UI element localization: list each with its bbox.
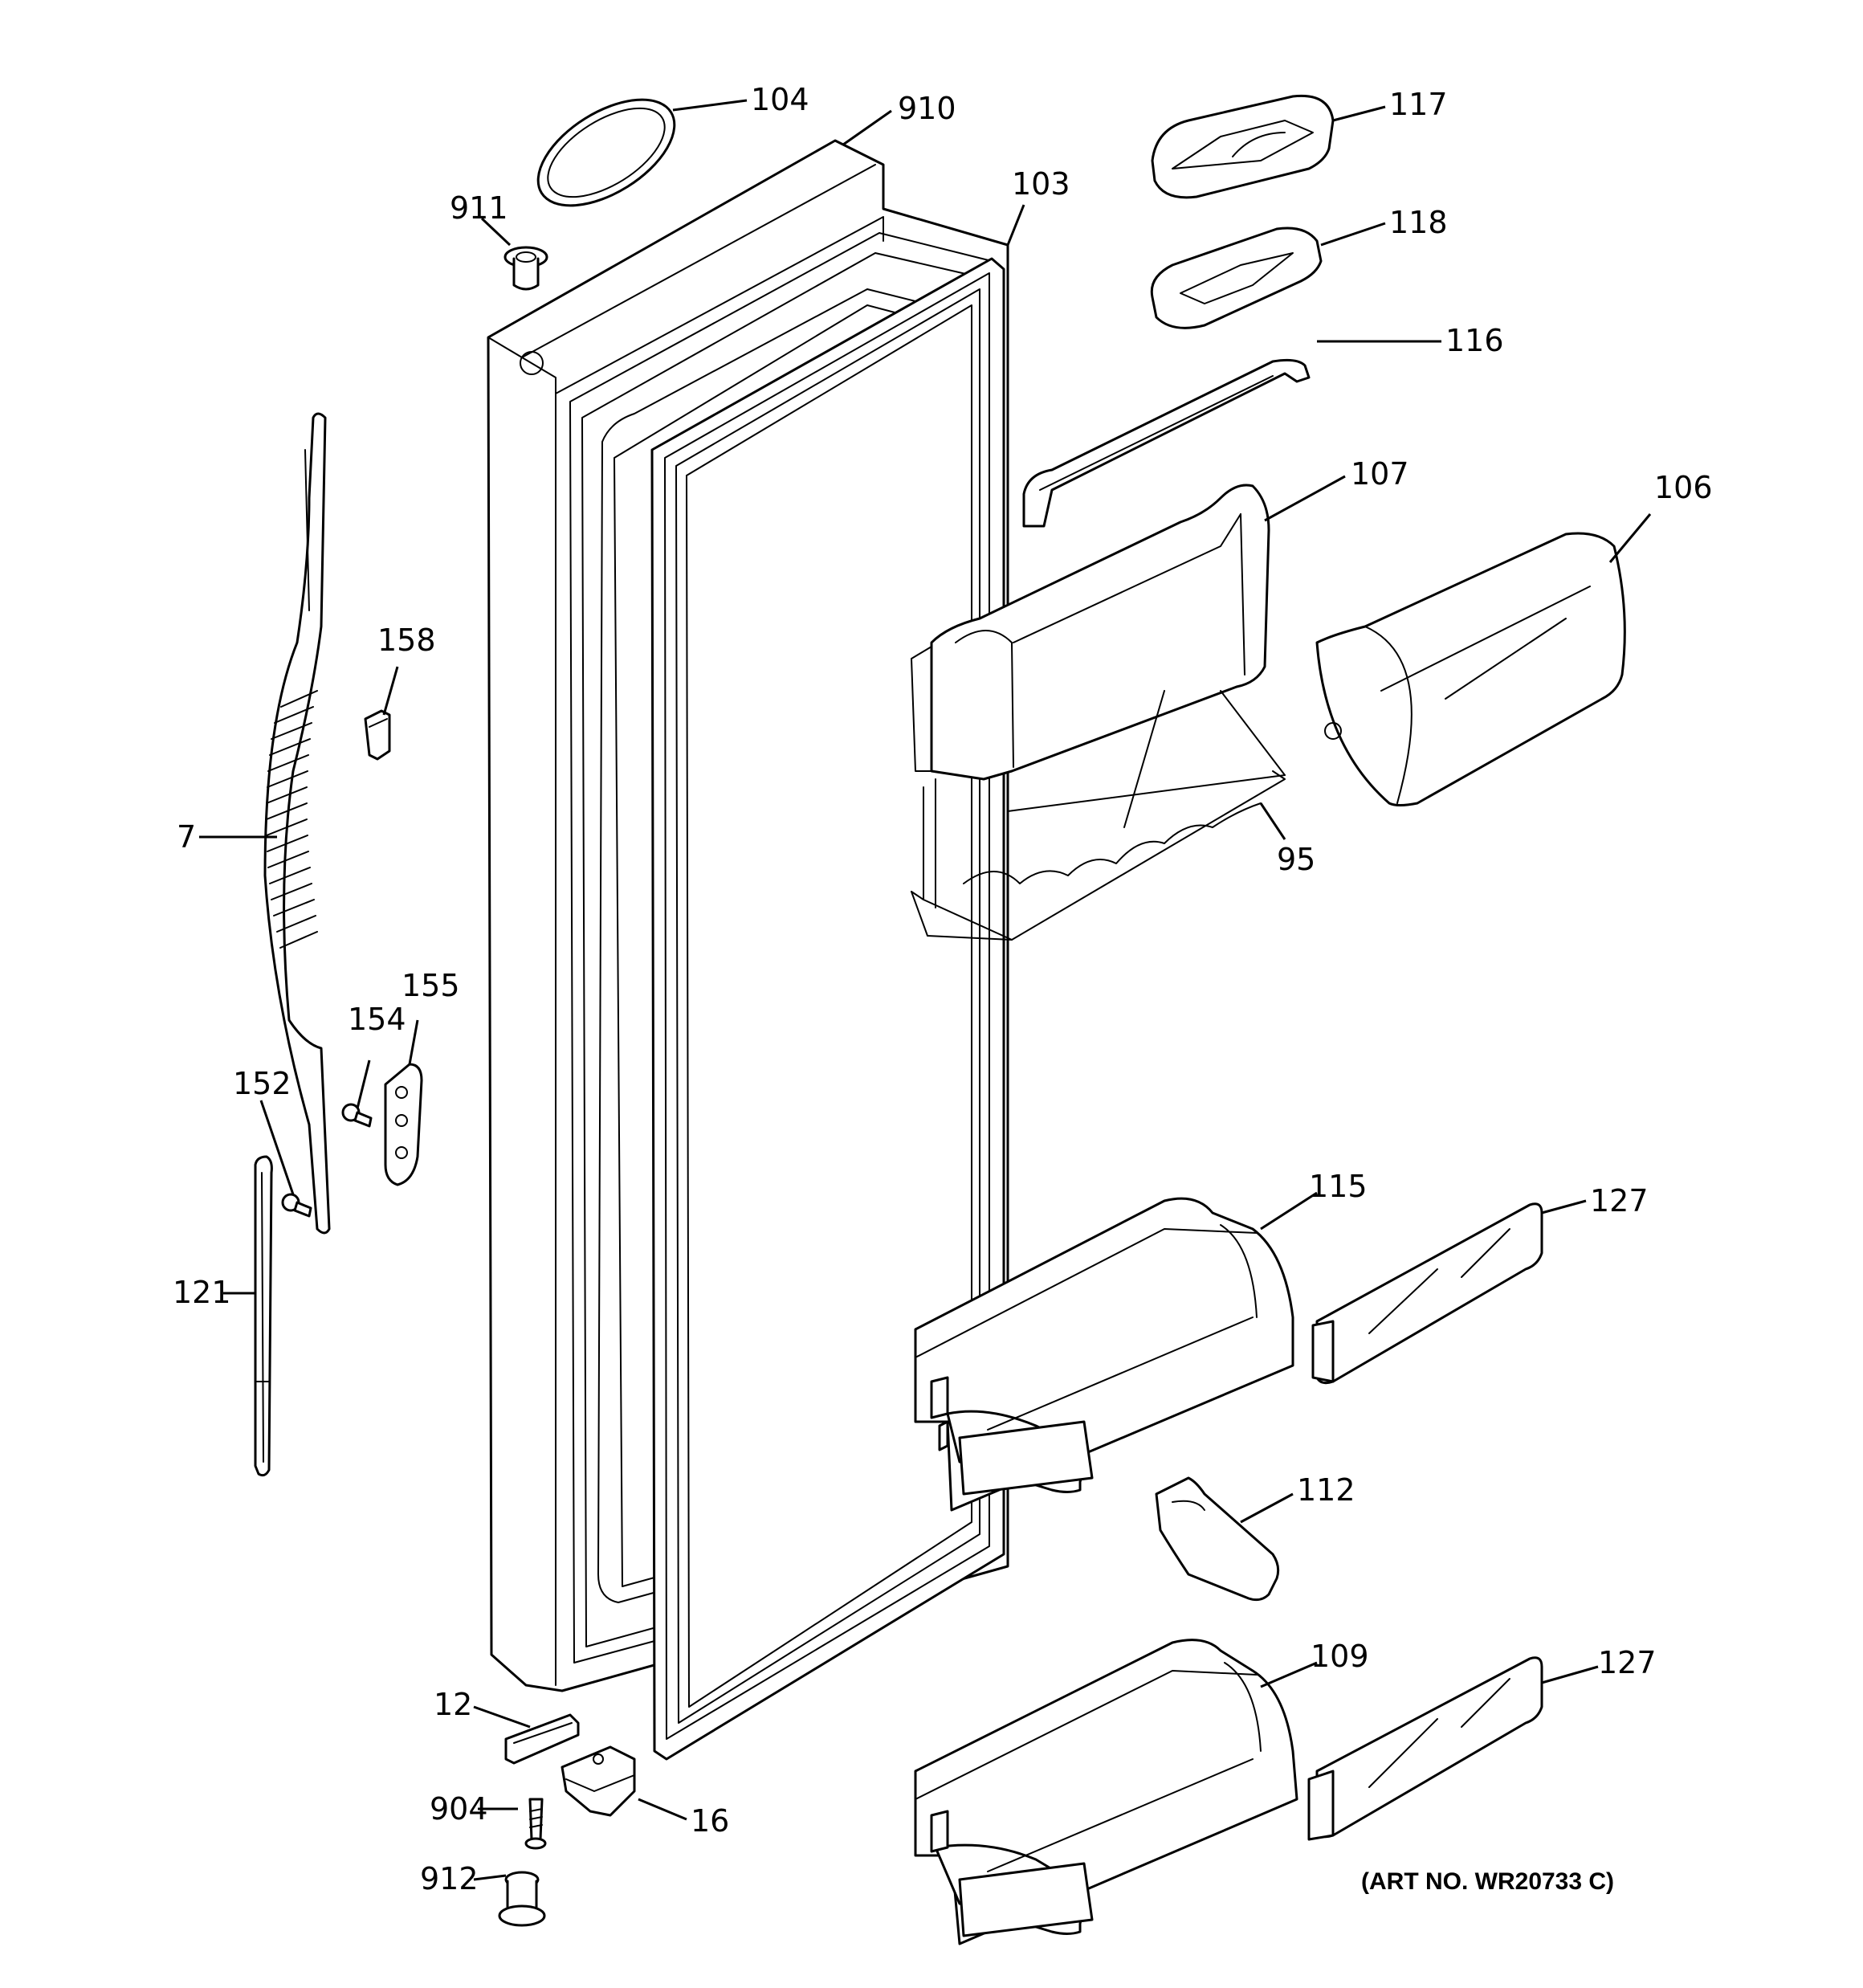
- callout-127-upper: 127: [1590, 1183, 1649, 1219]
- callout-117: 117: [1389, 87, 1448, 122]
- callout-104: 104: [751, 82, 809, 117]
- callout-127-lower: 127: [1598, 1645, 1657, 1680]
- callout-109: 109: [1311, 1639, 1369, 1674]
- callout-155: 155: [402, 968, 460, 1003]
- callout-12: 12: [434, 1687, 472, 1722]
- callout-912: 912: [420, 1861, 479, 1896]
- part-115-door-bin: [914, 1197, 1294, 1512]
- callout-910: 910: [898, 91, 956, 126]
- part-158-clip: [364, 709, 391, 761]
- part-116-bar: [1022, 358, 1311, 528]
- callout-152: 152: [233, 1066, 291, 1101]
- part-109-door-bin: [914, 1639, 1298, 1945]
- part-16-hinge-bracket: [561, 1745, 636, 1817]
- art-number: (ART NO. WR20733 C): [1361, 1868, 1614, 1895]
- callout-121: 121: [173, 1275, 231, 1310]
- callout-158: 158: [377, 623, 436, 658]
- callout-116: 116: [1445, 323, 1504, 358]
- callout-107: 107: [1351, 456, 1409, 492]
- part-154-screw: [341, 1103, 373, 1128]
- callout-106: 106: [1654, 470, 1713, 505]
- part-127-upper-front: [1311, 1202, 1543, 1385]
- part-155-bracket: [384, 1063, 423, 1186]
- callout-115: 115: [1309, 1169, 1368, 1204]
- part-95-wire-rack: [911, 690, 1286, 941]
- part-127-lower-front: [1307, 1656, 1543, 1841]
- callout-103: 103: [1012, 166, 1070, 202]
- part-104-seal: [536, 98, 676, 207]
- callout-labels: 104 910 911 103 117 118 116 107 106 158 …: [173, 82, 1713, 1896]
- part-107-door-bin: [911, 484, 1270, 781]
- part-911-bushing: [503, 246, 548, 291]
- part-118-tray: [1150, 227, 1323, 329]
- part-106-bin-cover: [1315, 532, 1626, 806]
- leader-lines: [199, 99, 1652, 1881]
- callout-112: 112: [1297, 1472, 1355, 1508]
- part-152-screw: [281, 1193, 312, 1218]
- door-gasket: [650, 257, 1005, 1761]
- part-912-bushing: [498, 1871, 546, 1927]
- part-12-hinge-plate: [504, 1713, 580, 1765]
- part-121-trim: [254, 1155, 273, 1477]
- callout-7: 7: [177, 819, 196, 855]
- callout-911: 911: [450, 190, 508, 226]
- part-7-handle: [263, 412, 331, 1235]
- part-904-screw: [524, 1798, 547, 1850]
- callout-904: 904: [430, 1791, 488, 1827]
- callout-16: 16: [691, 1803, 729, 1839]
- part-117-cover: [1151, 94, 1335, 199]
- callout-154: 154: [348, 1002, 406, 1037]
- part-112-divider: [1155, 1476, 1280, 1602]
- callout-118: 118: [1389, 205, 1448, 240]
- callout-95: 95: [1277, 842, 1315, 877]
